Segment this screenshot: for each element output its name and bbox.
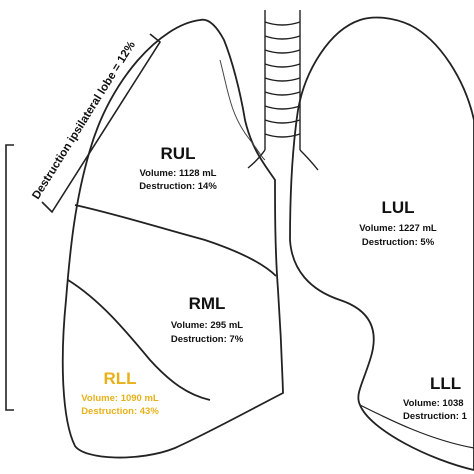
rml-name: RML <box>189 294 226 313</box>
side-bracket <box>5 144 14 411</box>
lul-volume: Volume: 1227 mL <box>359 223 437 234</box>
lll-name: LLL <box>430 374 461 393</box>
rul-name: RUL <box>161 144 196 163</box>
lul-destruction: Destruction: 5% <box>362 237 435 248</box>
lul-name: LUL <box>381 198 414 217</box>
rml-destruction: Destruction: 7% <box>171 334 244 345</box>
rll-volume: Volume: 1090 mL <box>81 393 159 404</box>
rll-destruction: Destruction: 43% <box>81 406 159 417</box>
rll-name: RLL <box>103 369 136 388</box>
lobe-lll: LLL Volume: 1038 Destruction: 1 <box>403 374 468 422</box>
rml-volume: Volume: 295 mL <box>171 320 243 331</box>
rul-destruction: Destruction: 14% <box>139 181 217 192</box>
right-hilum-detail <box>219 59 266 161</box>
lobe-rml: RML Volume: 295 mL Destruction: 7% <box>171 294 244 345</box>
lobe-rll: RLL Volume: 1090 mL Destruction: 43% <box>81 369 159 417</box>
right-lung <box>61 18 284 459</box>
lll-destruction: Destruction: 1 <box>403 411 468 422</box>
lobe-rul: RUL Volume: 1128 mL Destruction: 14% <box>139 144 217 192</box>
trachea <box>247 10 319 171</box>
bracket-label: Destruction ipsilateral lobe = 12% <box>30 39 138 201</box>
lobe-lul: LUL Volume: 1227 mL Destruction: 5% <box>359 198 437 248</box>
left-lung <box>289 16 474 471</box>
lll-volume: Volume: 1038 <box>403 398 464 409</box>
rul-volume: Volume: 1128 mL <box>140 168 217 179</box>
